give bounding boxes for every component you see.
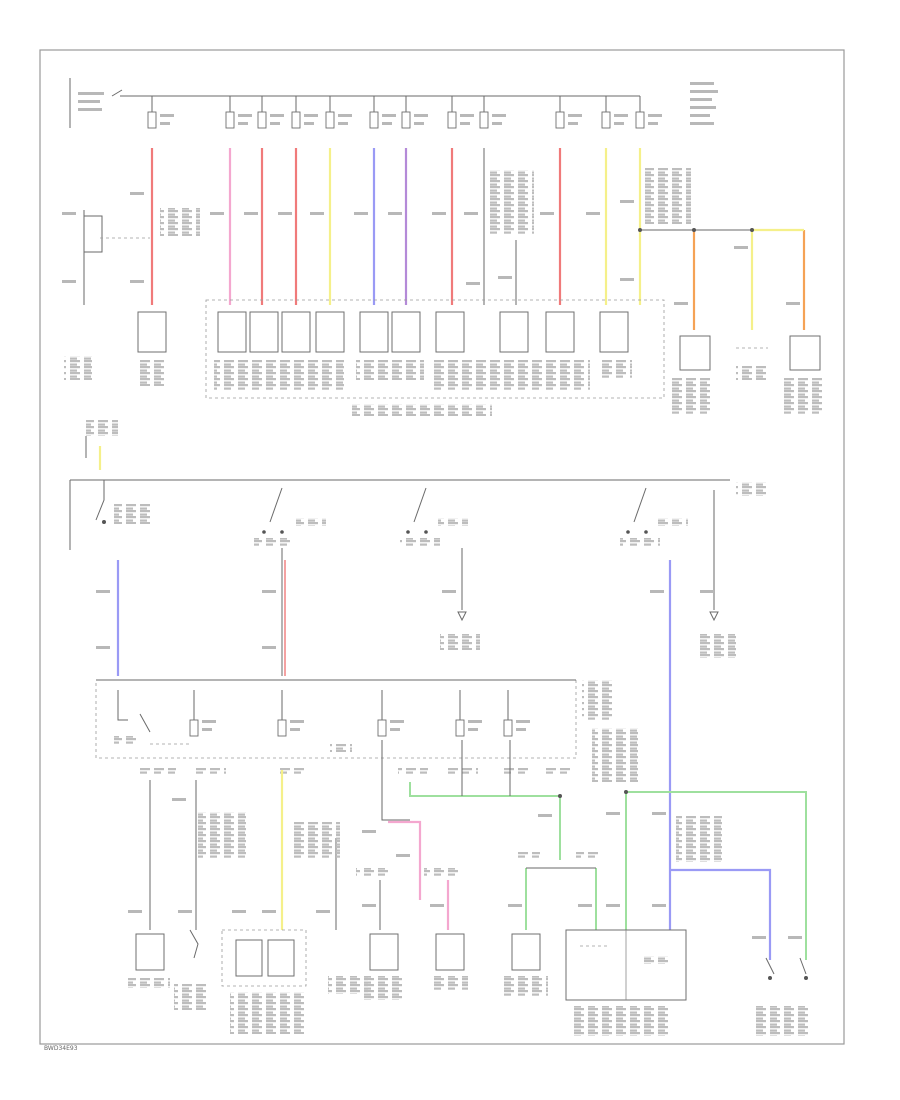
fuse-3 <box>257 96 284 129</box>
fuse-box-slot-10 <box>599 311 629 353</box>
module-lower-2 <box>221 929 307 987</box>
lower-fuse-2 <box>277 690 304 737</box>
ignition-switch-contact-1 <box>95 480 154 524</box>
fuse-6 <box>369 96 396 129</box>
module-lower-3 <box>369 933 399 971</box>
top-label-marks <box>78 82 718 125</box>
lower-wire-labels <box>128 798 802 939</box>
fuse-11 <box>601 96 628 129</box>
top-colored-wires <box>150 148 806 330</box>
fuse-box-slot-1 <box>217 311 247 353</box>
lower-fuse-1 <box>189 690 216 737</box>
lower-fuse-panel <box>95 679 616 774</box>
figure-id: BWD34E93 <box>44 1045 78 1052</box>
fuse-9 <box>479 96 506 129</box>
module-lower-2b <box>267 939 295 977</box>
top-wire-labels <box>62 192 800 305</box>
top-component-captions <box>64 356 822 416</box>
top-gray-wires <box>83 148 754 305</box>
fuse-5 <box>325 96 352 129</box>
top-note-blocks <box>160 168 691 236</box>
fuse-1 <box>147 96 174 129</box>
fuse-box-slot-6 <box>391 311 421 353</box>
lower-components <box>135 929 808 1001</box>
module-left <box>137 311 167 353</box>
ignition-section <box>69 420 766 930</box>
fuse-8 <box>447 96 474 129</box>
fuse-4 <box>291 96 318 129</box>
module-right-1 <box>679 335 711 371</box>
fuse-box-slot-3 <box>281 311 311 353</box>
fuse-box-slot-8 <box>499 311 529 353</box>
module-lower-1 <box>135 933 165 971</box>
fuse-12 <box>635 96 662 129</box>
junction-block-outline <box>205 299 665 399</box>
top-components <box>137 299 821 399</box>
fuse-box-slot-5 <box>359 311 389 353</box>
module-lower-2a <box>235 939 263 977</box>
battery-bus <box>69 78 640 128</box>
lower-component-captions <box>128 976 808 1036</box>
module-lower-5 <box>511 933 541 971</box>
ignition-switch-contact-4 <box>620 487 688 546</box>
fuse-box-slot-7 <box>435 311 465 353</box>
module-lower-4 <box>435 933 465 971</box>
fuse-7 <box>401 96 428 129</box>
fuse-box-slot-2 <box>249 311 279 353</box>
fuse-box-slot-9 <box>545 311 575 353</box>
lower-fuse-4 <box>455 690 482 737</box>
lower-note-blocks <box>198 728 722 876</box>
lower-wires <box>149 740 807 960</box>
lower-fuse-3 <box>377 690 404 737</box>
fuse-10 <box>555 96 582 129</box>
ignition-switch-contact-3 <box>400 487 468 546</box>
fuse-2 <box>225 96 252 129</box>
diagram-frame <box>39 49 845 1045</box>
top-fuse-row <box>147 96 662 129</box>
ignition-switch-contact-2 <box>254 487 326 546</box>
fuse-box-slot-4 <box>315 311 345 353</box>
module-right-2 <box>789 335 821 371</box>
lower-fuse-5 <box>503 690 530 737</box>
